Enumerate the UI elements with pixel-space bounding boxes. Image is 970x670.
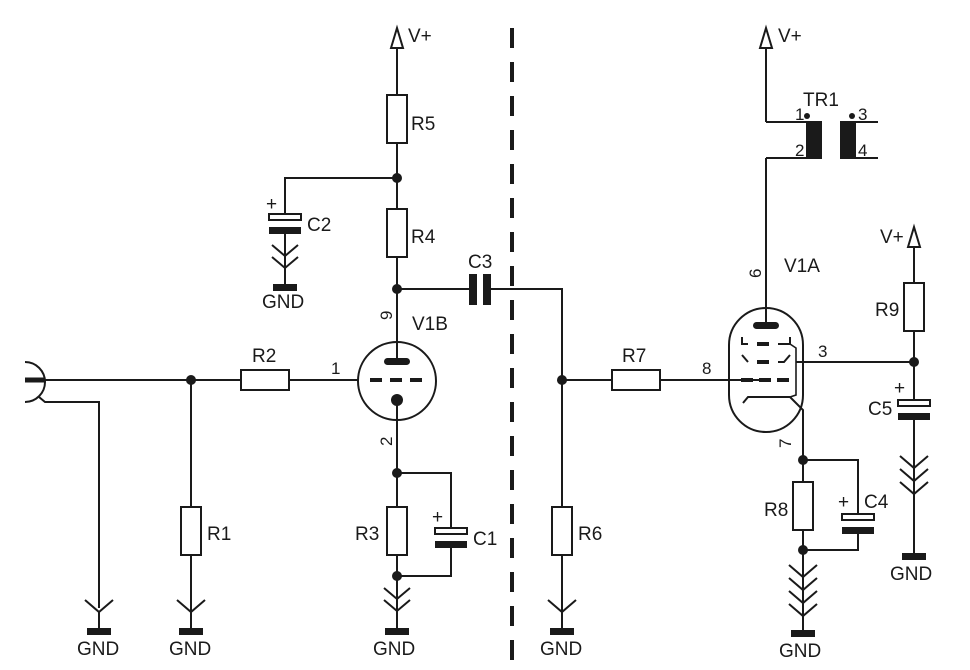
label-r3: R3 <box>355 524 379 545</box>
tube-v1a[interactable] <box>728 307 804 433</box>
tube-v1a-anode <box>753 322 779 329</box>
resistor-r2[interactable] <box>240 369 290 391</box>
c2-polarity: + <box>266 194 277 215</box>
resistor-r6[interactable] <box>551 506 573 556</box>
label-r1: R1 <box>207 524 231 545</box>
label-r9: R9 <box>875 300 899 321</box>
vplus-arrow-tr1 <box>758 24 774 49</box>
resistor-r4[interactable] <box>386 208 408 258</box>
wire-c3-out <box>491 288 563 507</box>
vplus-arrow-r9 <box>906 223 922 248</box>
label-r4: R4 <box>411 227 436 248</box>
capacitor-c5-plate-neg[interactable] <box>898 413 930 420</box>
c5-polarity: + <box>894 378 905 399</box>
wire-c4-bottom <box>803 534 859 551</box>
pin-v1a-cathode: 7 <box>776 439 795 448</box>
label-r2: R2 <box>252 346 276 367</box>
pin-v1a-grid: 8 <box>702 359 711 378</box>
pin-v1b-anode: 9 <box>377 311 396 320</box>
label-r7: R7 <box>622 346 646 367</box>
tube-v1b-anode <box>384 358 410 365</box>
input-jack <box>24 361 100 608</box>
ground-symbol-r6 <box>547 599 577 635</box>
tube-v1a-suppressor-grid <box>741 337 791 346</box>
capacitor-c4-plate-neg[interactable] <box>842 527 874 534</box>
capacitor-c3-plate-b[interactable] <box>483 274 491 305</box>
gnd-label-input: GND <box>77 639 119 660</box>
pin-v1a-screen: 3 <box>818 342 827 361</box>
ground-symbol-v1b <box>383 587 411 635</box>
ground-symbol-input <box>84 599 114 635</box>
gnd-label-r6: GND <box>540 639 582 660</box>
vplus-label-tr1: V+ <box>778 26 802 47</box>
pin-v1a-anode: 6 <box>746 269 765 278</box>
resistor-r9[interactable] <box>903 282 925 332</box>
tube-v1a-control-grid <box>741 378 789 382</box>
tr1-pin-2: 2 <box>795 141 804 160</box>
capacitor-c2-plate-pos <box>268 213 302 221</box>
ground-symbol-v1a <box>788 564 818 637</box>
wire-c2-top <box>284 177 397 214</box>
label-r8: R8 <box>764 500 788 521</box>
resistor-r3[interactable] <box>386 506 408 556</box>
tr1-pin-3: 3 <box>858 105 867 124</box>
tube-v1a-cathode <box>742 396 790 404</box>
tube-v1a-envelope <box>728 307 804 433</box>
tube-v1a-suppressor-link <box>789 343 797 398</box>
pin-v1b-cathode: 2 <box>377 437 396 446</box>
capacitor-c5-plate-pos <box>897 399 931 407</box>
tr1-phase-dot-secondary <box>849 113 855 119</box>
transformer-tr1[interactable] <box>804 113 878 159</box>
tr1-pin-1: 1 <box>795 105 804 124</box>
gnd-label-r1: GND <box>169 639 211 660</box>
gnd-label-c2: GND <box>262 292 304 313</box>
capacitor-c1-plate-pos <box>434 527 468 535</box>
vplus-label-stage1: V+ <box>408 26 432 47</box>
tr1-secondary-core <box>840 121 856 159</box>
label-r6: R6 <box>578 524 602 545</box>
label-c2: C2 <box>307 215 331 236</box>
vplus-label-r9: V+ <box>880 227 904 248</box>
resistor-r8[interactable] <box>792 481 814 531</box>
ground-symbol-r1 <box>176 599 206 635</box>
capacitor-c2-plate-neg[interactable] <box>269 227 301 234</box>
wire-c4-top <box>803 459 859 514</box>
ground-symbol-c2 <box>271 244 299 291</box>
label-c4: C4 <box>864 492 889 513</box>
label-c3: C3 <box>468 252 492 273</box>
tube-v1a-screen-grid <box>741 354 791 364</box>
label-v1a: V1A <box>784 256 820 277</box>
resistor-r7[interactable] <box>611 369 661 391</box>
resistor-r1[interactable] <box>180 506 202 556</box>
wire-c1-top <box>397 472 452 528</box>
tr1-primary-core <box>806 121 822 159</box>
wire-jack-sleeve <box>38 396 100 608</box>
gnd-label-v1b: GND <box>373 639 415 660</box>
label-v1b: V1B <box>412 314 448 335</box>
label-c1: C1 <box>473 529 497 550</box>
label-c5: C5 <box>868 399 892 420</box>
capacitor-c1-plate-neg[interactable] <box>435 541 467 548</box>
c1-polarity: + <box>432 507 443 528</box>
wire-c1-bottom <box>397 548 452 577</box>
resistor-r5[interactable] <box>386 94 408 144</box>
vplus-arrow-stage1 <box>389 24 405 49</box>
tr1-phase-dot-primary <box>804 113 810 119</box>
pin-v1b-grid: 1 <box>331 359 340 378</box>
tr1-pin-4: 4 <box>858 141 867 160</box>
ground-symbol-c5 <box>899 455 929 560</box>
tube-v1b-grid <box>370 378 422 382</box>
gnd-label-c5: GND <box>890 564 932 585</box>
label-tr1: TR1 <box>803 90 839 111</box>
capacitor-c3-plate-a[interactable] <box>469 274 477 305</box>
capacitor-c4-plate-pos <box>841 513 875 521</box>
label-r5: R5 <box>411 114 435 135</box>
c4-polarity: + <box>838 492 849 513</box>
gnd-label-v1a: GND <box>779 641 821 662</box>
